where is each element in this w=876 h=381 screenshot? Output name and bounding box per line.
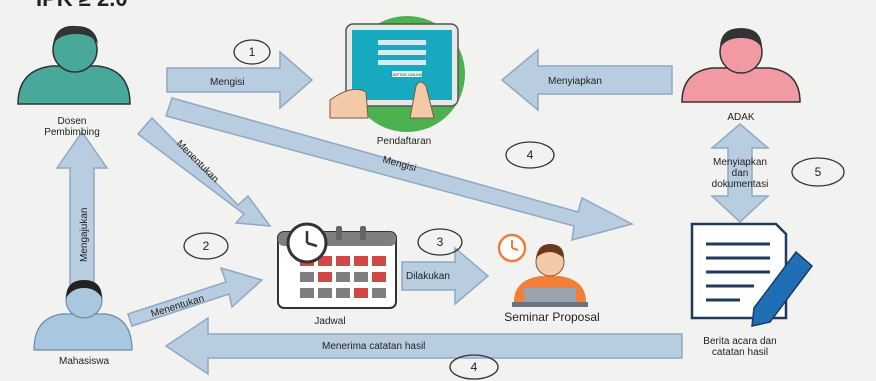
step-4a	[505, 141, 555, 169]
berita-document-icon	[690, 222, 814, 327]
step-markers	[183, 39, 845, 380]
arrow-jadwal-seminar	[401, 246, 490, 306]
step-4b-number: 4	[471, 360, 478, 374]
label-menyiapkan-top: Menyiapkan	[548, 76, 602, 87]
step-5	[791, 157, 845, 187]
label-menerima: Menerima catatan hasil	[322, 341, 425, 352]
arrow-dosen-berita	[165, 97, 635, 242]
mahasiswa-person-icon	[33, 280, 133, 351]
label-line: Dosen	[58, 116, 87, 127]
seminar-label: Seminar Proposal	[504, 310, 599, 324]
arrow-adak-berita	[709, 123, 771, 224]
pendaftaran-label: Pendaftaran	[377, 136, 432, 147]
tablet-screen-text: DAFTAR ONLINE	[391, 72, 423, 77]
arrow-dosen-pendaftaran	[166, 50, 314, 110]
label-line: Pembimbing	[44, 127, 100, 138]
dosen-person-icon	[17, 25, 131, 105]
label-line: Berita acara dan	[703, 336, 776, 347]
header-fragment: IPK ≥ 2.0	[36, 0, 128, 11]
label-mengisi-top: Mengisi	[210, 77, 244, 88]
arrow-berita-mahasiswa	[164, 316, 683, 376]
step-2-number: 2	[203, 239, 210, 253]
step-3	[417, 228, 463, 256]
step-4a-number: 4	[527, 148, 534, 162]
step-5-number: 5	[815, 165, 822, 179]
arrow-dosen-jadwal	[136, 116, 272, 227]
seminar-presenter-icon	[497, 233, 588, 307]
label-line: dokumentasi	[712, 179, 769, 190]
mahasiswa-label: Mahasiswa	[59, 356, 109, 367]
label-mengajukan: Mengajukan	[79, 208, 90, 262]
adak-label: ADAK	[727, 112, 755, 123]
jadwal-calendar-icon	[277, 222, 397, 309]
arrow-adak-pendaftaran	[500, 48, 673, 112]
label-line: Menyiapkan	[713, 157, 767, 168]
step-4b	[449, 354, 499, 380]
step-1	[233, 39, 271, 65]
arrows	[55, 48, 771, 376]
step-1-number: 1	[249, 45, 256, 59]
pendaftaran-tablet-icon	[329, 16, 465, 132]
arrow-mahasiswa-jadwal	[127, 266, 264, 327]
arrow-mahasiswa-dosen	[55, 130, 109, 286]
adak-person-icon	[681, 28, 801, 103]
step-2	[183, 232, 229, 260]
step-3-number: 3	[437, 235, 444, 249]
label-line: dan	[732, 168, 749, 179]
label-dilakukan: Dilakukan	[406, 271, 450, 282]
label-line: catatan hasil	[712, 347, 768, 358]
jadwal-label: Jadwal	[314, 316, 345, 327]
